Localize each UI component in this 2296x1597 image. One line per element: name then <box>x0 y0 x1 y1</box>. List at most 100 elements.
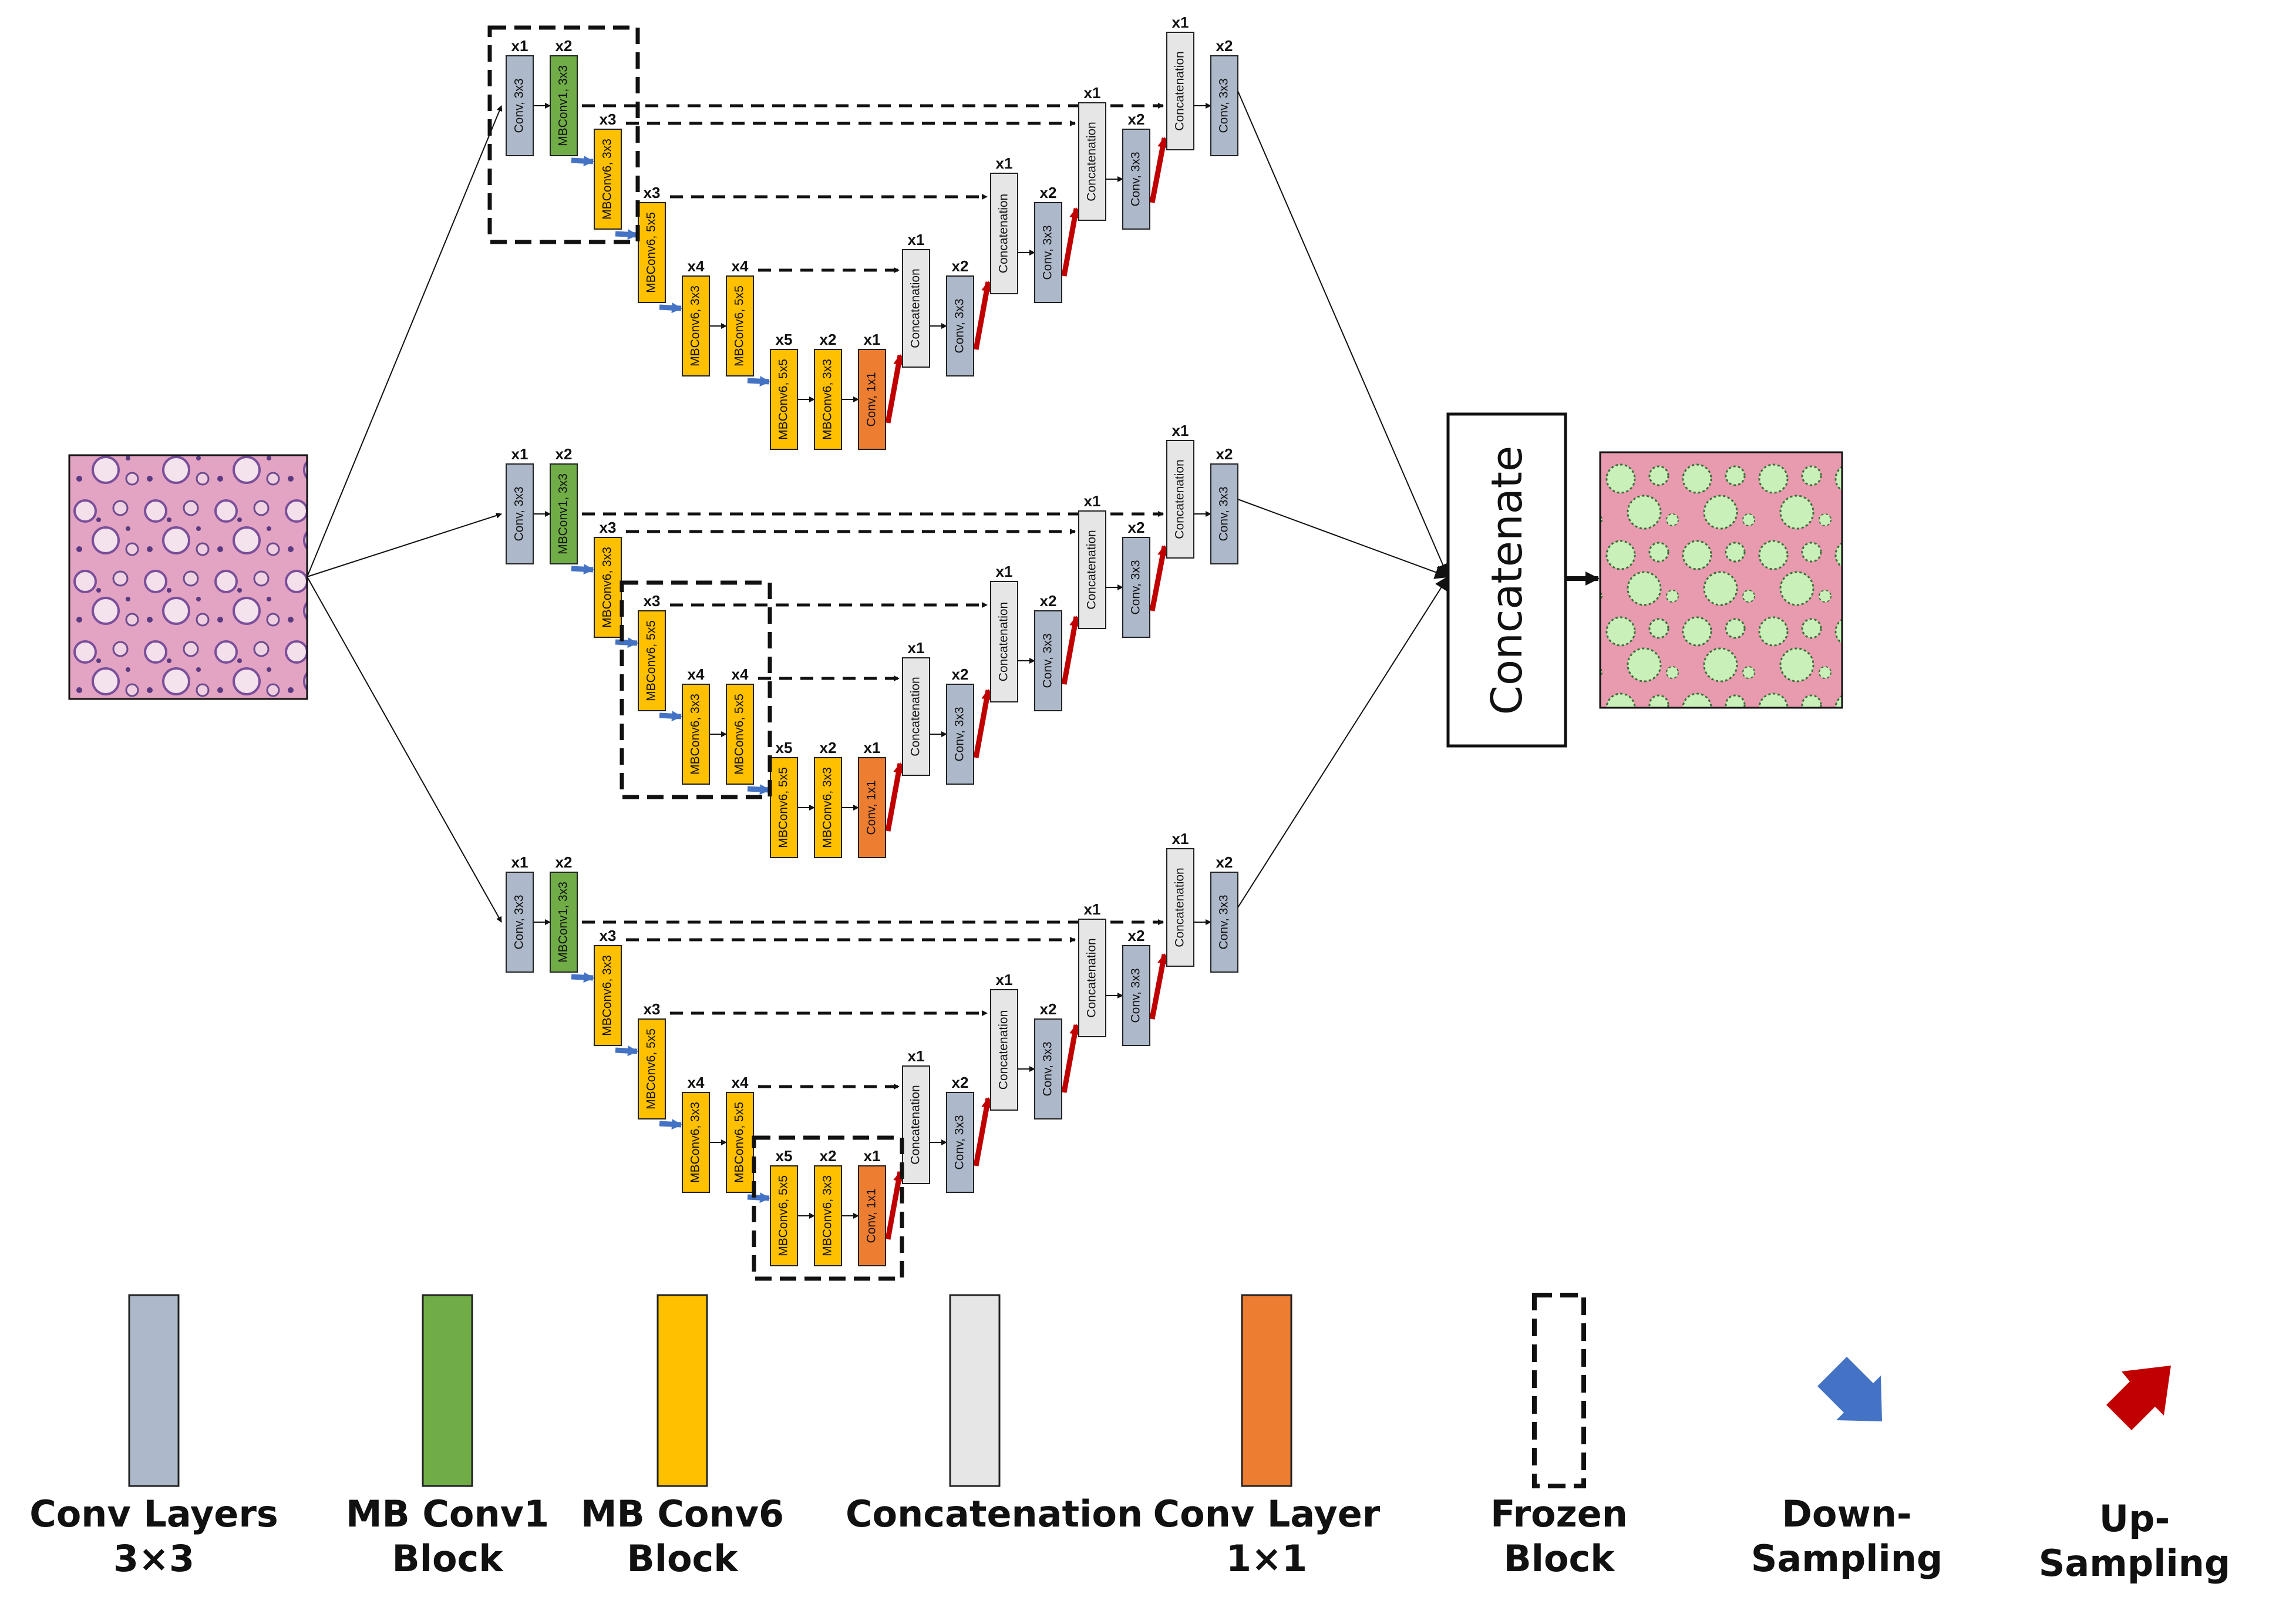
frozen-block-outline <box>752 1135 904 1281</box>
repeat-count: x2 <box>820 739 837 757</box>
frozen-block-outline <box>620 580 772 799</box>
legend-label-mbconv1: MB Conv1 Block <box>345 1492 550 1580</box>
repeat-count: x4 <box>732 665 749 683</box>
block-conv3x3: Conv, 3x3 x2 <box>1122 927 1150 1046</box>
block-label: MBConv6, 5x5 <box>777 359 790 440</box>
block-label: MBConv6, 3x3 <box>601 139 614 220</box>
repeat-count: x3 <box>600 927 617 944</box>
block-concat: Concatenation x1 <box>1166 830 1194 967</box>
block-label: Concatenation <box>1085 530 1099 609</box>
repeat-count: x1 <box>1172 830 1189 848</box>
block-label: Conv, 1x1 <box>865 372 878 427</box>
repeat-count: x1 <box>864 739 881 757</box>
input-to-branch-line <box>307 105 503 577</box>
block-label: MBConv6, 5x5 <box>645 620 658 701</box>
repeat-count: x1 <box>908 1047 925 1065</box>
block-label: Conv, 3x3 <box>1129 969 1143 1023</box>
block-label: Conv, 3x3 <box>513 79 526 133</box>
repeat-count: x2 <box>556 445 573 463</box>
up-sampling-arrow <box>885 354 904 423</box>
up-sampling-arrow <box>885 1171 904 1240</box>
block-label: Conv, 3x3 <box>953 299 967 354</box>
block-label: Concatenation <box>1173 868 1187 947</box>
frozen-block-outline <box>487 25 640 244</box>
legend-label-concat: Concatenation <box>846 1492 1143 1535</box>
block-label: MBConv6, 5x5 <box>777 767 790 848</box>
block-label: MBConv6, 3x3 <box>689 285 702 367</box>
block-label: MBConv1, 3x3 <box>557 882 570 963</box>
repeat-count: x3 <box>644 184 661 201</box>
legend-swatch-conv3x3 <box>128 1294 180 1487</box>
block-concat: Concatenation x1 <box>990 563 1018 702</box>
concatenate-label: Concatenate <box>1482 445 1532 715</box>
repeat-count: x2 <box>820 331 837 348</box>
repeat-count: x2 <box>1040 592 1057 610</box>
block-label: Concatenation <box>997 602 1011 681</box>
concatenate-label-wrap: Concatenate <box>1448 414 1566 746</box>
up-sampling-arrow <box>1061 616 1080 685</box>
up-sampling-arrow <box>973 281 992 350</box>
block-conv1x1: Conv, 1x1 x1 <box>858 331 886 450</box>
down-sampling-arrow <box>571 972 594 983</box>
legend-swatch-down <box>1817 1357 1882 1421</box>
repeat-count: x4 <box>688 1074 705 1091</box>
block-label: Concatenation <box>1085 122 1099 201</box>
repeat-count: x1 <box>864 331 881 348</box>
legend-label-frozen: Frozen Block <box>1490 1492 1628 1580</box>
block-label: Conv, 3x3 <box>953 1115 967 1170</box>
branch-to-concat-line <box>1237 499 1449 579</box>
repeat-count: x1 <box>1084 900 1101 918</box>
repeat-count: x3 <box>600 519 617 536</box>
up-sampling-arrow <box>1061 207 1080 277</box>
block-label: Conv, 3x3 <box>513 895 526 950</box>
block-label: Conv, 3x3 <box>1041 634 1055 688</box>
repeat-count: x2 <box>1128 519 1145 536</box>
repeat-count: x1 <box>864 1147 881 1165</box>
block-label: Conv, 3x3 <box>1217 895 1231 950</box>
block-label: MBConv6, 5x5 <box>733 1102 746 1183</box>
block-concat: Concatenation x1 <box>1078 900 1106 1037</box>
repeat-count: x1 <box>511 445 528 463</box>
block-label: MBConv6, 3x3 <box>689 1102 702 1183</box>
branch-to-concat-line <box>1237 90 1450 578</box>
block-label: Concatenation <box>997 1010 1011 1090</box>
legend-label-mbconv6: MB Conv6 Block <box>580 1492 785 1580</box>
repeat-count: x2 <box>1128 927 1145 944</box>
block-label: Conv, 3x3 <box>1217 79 1231 133</box>
repeat-count: x2 <box>1128 110 1145 128</box>
concatenate-box <box>1446 412 1567 748</box>
repeat-count: x1 <box>996 563 1013 580</box>
repeat-count: x1 <box>1084 492 1101 510</box>
block-label: Conv, 3x3 <box>953 707 967 762</box>
block-label: Concatenation <box>1085 938 1099 1017</box>
legend-label-conv3x3: Conv Layers 3×3 <box>29 1492 278 1580</box>
down-sampling-arrow <box>571 564 594 575</box>
